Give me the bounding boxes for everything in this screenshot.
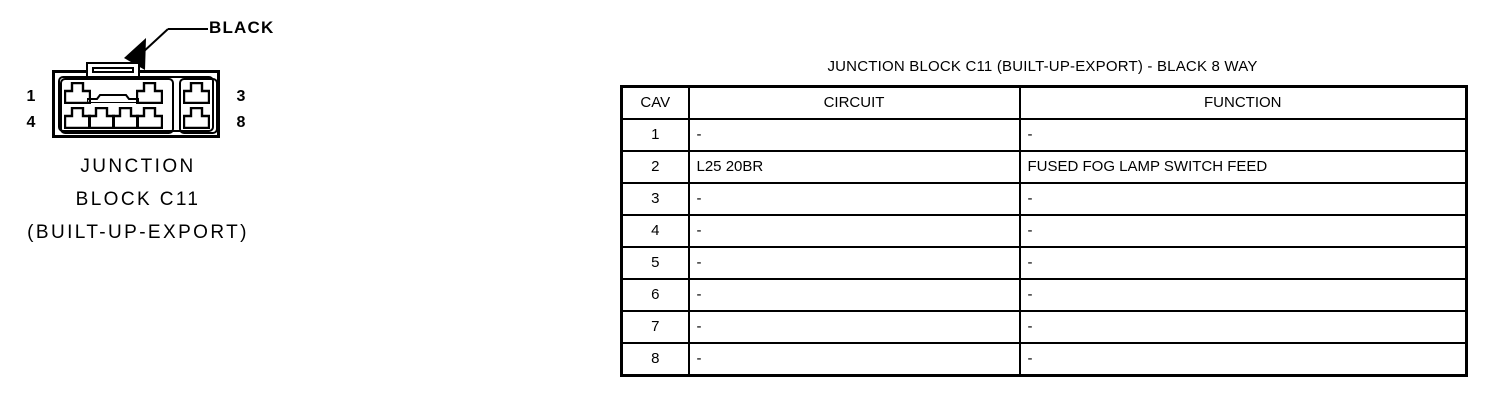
cavity-group-left [60, 78, 174, 134]
table-title: JUNCTION BLOCK C11 (BUILT-UP-EXPORT) - B… [827, 58, 1258, 75]
cell-function: - [1018, 182, 1468, 216]
connector-caption: JUNCTION BLOCK C11 (BUILT-UP-EXPORT) [0, 150, 276, 249]
pinout-table-section: JUNCTION BLOCK C11 (BUILT-UP-EXPORT) - B… [620, 58, 1468, 377]
table-row: 3-- [620, 182, 1468, 216]
cell-function: - [1018, 278, 1468, 312]
caption-line-3: (BUILT-UP-EXPORT) [27, 222, 249, 243]
connector-cavity-6 [112, 107, 139, 129]
pin-number-3: 3 [236, 88, 246, 105]
cell-function: - [1018, 246, 1468, 280]
caption-line-2: BLOCK C11 [75, 189, 201, 210]
cell-cav: 1 [620, 118, 690, 152]
connector-cavity-8 [183, 107, 210, 129]
connector-cavity-5 [88, 107, 115, 129]
connector-body [52, 70, 220, 138]
latch-tab-slot [92, 67, 134, 73]
pin-number-8: 8 [236, 114, 246, 131]
pin-number-4: 4 [26, 114, 36, 131]
cell-circuit: - [687, 278, 1021, 312]
cell-circuit: - [687, 214, 1021, 248]
pin-number-1: 1 [26, 88, 36, 105]
cell-function: - [1018, 118, 1468, 152]
cell-cav: 7 [620, 310, 690, 344]
table-row: 4-- [620, 214, 1468, 248]
table-row: 5-- [620, 246, 1468, 280]
cell-cav: 2 [620, 150, 690, 184]
table-row: 7-- [620, 310, 1468, 344]
pin-numbers-left: 1 4 [22, 84, 40, 136]
cell-function: - [1018, 310, 1468, 344]
connector-figure: BLACK 1 4 3 8 JUNCTION BLOCK C11 (BUILT-… [0, 0, 300, 406]
connector-cavity-3 [136, 82, 163, 104]
table-header-row: CAV CIRCUIT FUNCTION [620, 85, 1468, 120]
color-callout-label: BLACK [209, 18, 275, 37]
connector-cavity-2 [183, 82, 210, 104]
cell-cav: 5 [620, 246, 690, 280]
header-circuit: CIRCUIT [687, 85, 1021, 120]
cell-function: FUSED FOG LAMP SWITCH FEED [1018, 150, 1468, 184]
table-row: 1-- [620, 118, 1468, 152]
connector-latch-tab [86, 62, 140, 78]
cell-circuit: - [687, 118, 1021, 152]
cell-cav: 8 [620, 342, 690, 377]
connector-keying-rib [87, 94, 139, 103]
cell-circuit: - [687, 342, 1021, 377]
table-row: 6-- [620, 278, 1468, 312]
cell-circuit: - [687, 182, 1021, 216]
cell-cav: 3 [620, 182, 690, 216]
pin-numbers-right: 3 8 [232, 84, 250, 136]
header-function: FUNCTION [1018, 85, 1468, 120]
caption-line-1: JUNCTION [80, 156, 196, 177]
connector-cavity-4 [64, 107, 91, 129]
cell-circuit: L25 20BR [687, 150, 1021, 184]
table-row: 8-- [620, 342, 1468, 377]
cell-circuit: - [687, 246, 1021, 280]
cell-cav: 6 [620, 278, 690, 312]
connector-cavity-7 [136, 107, 163, 129]
cavity-group-right [179, 78, 218, 134]
header-cav: CAV [620, 85, 690, 120]
cell-cav: 4 [620, 214, 690, 248]
callout-leader-arrow-icon [124, 28, 208, 70]
cell-function: - [1018, 214, 1468, 248]
cell-circuit: - [687, 310, 1021, 344]
cell-function: - [1018, 342, 1468, 377]
